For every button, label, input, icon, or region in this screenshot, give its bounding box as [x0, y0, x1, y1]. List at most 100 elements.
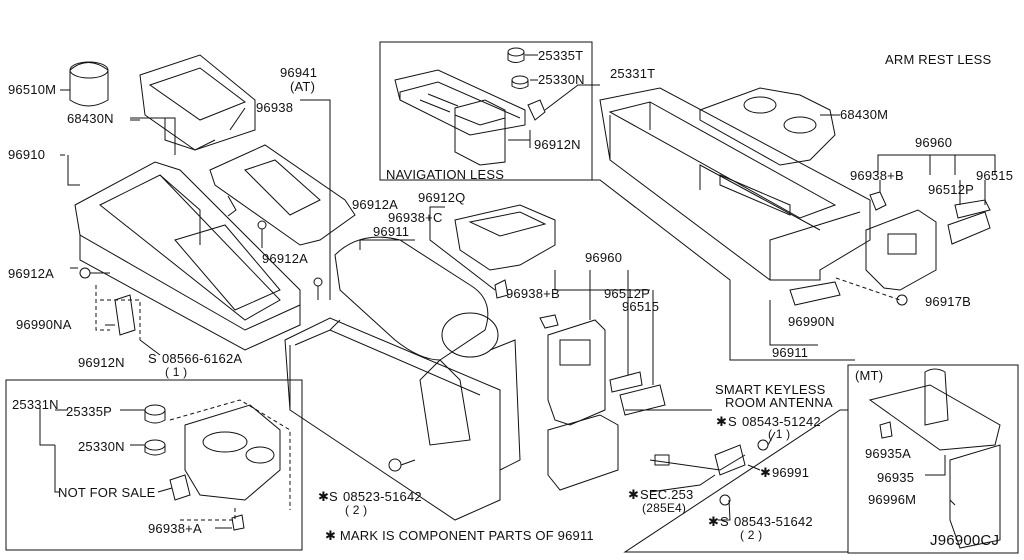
- screw-symbol-08566: S: [148, 351, 157, 366]
- part-96917b: 96917B: [925, 294, 972, 309]
- part-08543-a: 08543-51242: [742, 414, 821, 429]
- note-footnote: ✱ MARK IS COMPONENT PARTS OF 96911: [325, 528, 594, 543]
- part-96911-right: 96911: [772, 345, 809, 360]
- part-96938b-right: 96938+B: [850, 168, 904, 183]
- star-08543-a: ✱: [716, 414, 728, 429]
- part-96996m: 96996M: [868, 492, 917, 507]
- part-96515-mid: 96515: [622, 299, 660, 314]
- part-96912n-top: 96912N: [534, 137, 581, 152]
- screw-symbol-08543-b: S: [720, 514, 729, 529]
- part-08543-b: 08543-51642: [734, 514, 813, 529]
- shift-knob-boot: [924, 368, 949, 426]
- console-opening: [174, 224, 281, 311]
- mt-box: [847, 364, 1019, 554]
- part-96960-right: 96960: [915, 135, 953, 150]
- part-68430m: 68430M: [840, 107, 889, 122]
- socket-25331n: [169, 474, 191, 501]
- part-96910: 96910: [8, 147, 46, 162]
- cap-25335p: [144, 410, 166, 424]
- part-96912a-left: 96912A: [8, 266, 55, 281]
- nav-less-pocket: [454, 99, 506, 166]
- lid-96515-mid: [619, 384, 666, 416]
- note-not-for-sale: NOT FOR SALE: [58, 485, 156, 500]
- part-96991: 96991: [772, 465, 810, 480]
- smart-keyless-box: [623, 409, 849, 553]
- part-96510m: 96510M: [8, 82, 57, 97]
- socket-25331t: [527, 99, 546, 121]
- screw-symbol-08543-a: S: [728, 414, 737, 429]
- screw-96912a-left: [79, 267, 91, 279]
- navigation-less-box: [379, 41, 593, 181]
- note-smart-keyless-1: SMART KEYLESS: [715, 382, 826, 397]
- part-96938c: 96938+C: [388, 210, 443, 225]
- part-96935a: 96935A: [865, 446, 912, 461]
- part-96938b-mid: 96938+B: [506, 286, 560, 301]
- drawing-code: J96900CJ: [930, 532, 1000, 549]
- console-armrest-less: [599, 87, 871, 281]
- cup-holder-kit-box: [5, 379, 303, 551]
- part-08566: 08566-6162A: [162, 351, 243, 366]
- qty-08566: ( 1 ): [165, 365, 188, 379]
- part-96938a: 96938+A: [148, 521, 202, 536]
- cup-96510m: [69, 62, 109, 107]
- part-96938: 96938: [256, 100, 294, 115]
- part-08523: 08523-51642: [343, 489, 422, 504]
- ring-25330n-b: [144, 445, 166, 456]
- note-smart-keyless-2: ROOM ANTENNA: [725, 395, 833, 410]
- screw-08523: [388, 458, 402, 472]
- antenna-wire: [649, 454, 746, 471]
- part-25331t: 25331T: [610, 66, 656, 81]
- note-arm-rest-less: ARM REST LESS: [885, 52, 992, 67]
- screw-symbol-08523: S: [329, 489, 338, 504]
- part-96960-mid: 96960: [585, 250, 623, 265]
- cup-holder-lid-68430m: [699, 87, 836, 166]
- lid-96515-right: [954, 199, 991, 219]
- part-sec253-sub: (285E4): [642, 501, 687, 515]
- note-at: (AT): [290, 79, 316, 94]
- panel-96960-mid: [547, 319, 606, 426]
- part-96912a-mid: 96912A: [262, 251, 309, 266]
- qty-08543-a: ( 1 ): [768, 427, 791, 441]
- insert-68430n: [139, 54, 256, 151]
- star-08543-b: ✱: [708, 514, 720, 529]
- part-sec253: SEC.253: [640, 487, 694, 502]
- part-68430n: 68430N: [67, 111, 114, 126]
- shift-housing-96996m: [949, 444, 1001, 549]
- part-96512p-right: 96512P: [928, 182, 975, 197]
- part-96515-right: 96515: [976, 168, 1014, 183]
- console-96910: [74, 161, 301, 331]
- star-sec253: ✱: [628, 487, 640, 502]
- bracket-96990n: [789, 281, 841, 306]
- panel-96960-base: [547, 414, 619, 491]
- part-25331n: 25331N: [12, 397, 59, 412]
- part-96912n-left: 96912N: [78, 355, 125, 370]
- panel-96960-right: [865, 209, 937, 291]
- part-96911: 96911: [373, 224, 410, 239]
- cover-96512p-mid: [609, 371, 643, 393]
- cap-25335t: [507, 52, 525, 63]
- ring-25330n: [511, 80, 529, 89]
- part-96935: 96935: [877, 470, 915, 485]
- clip-96917b: [896, 294, 908, 306]
- shifter-trim-96941: [209, 144, 356, 246]
- qty-08523: ( 2 ): [345, 503, 368, 517]
- bracket-96990na: [114, 294, 136, 336]
- star-08523: ✱: [318, 489, 330, 504]
- part-96941: 96941: [280, 65, 318, 80]
- note-mt: (MT): [855, 368, 884, 383]
- armrest-lid: [334, 236, 489, 361]
- cup-holder-96912n: [184, 404, 281, 501]
- part-96990n: 96990N: [788, 314, 835, 329]
- part-25330n-top: 25330N: [538, 72, 585, 87]
- part-25335t: 25335T: [538, 48, 584, 63]
- cover-96512p-right: [947, 211, 991, 245]
- note-navigation-less: NAVIGATION LESS: [386, 167, 505, 182]
- part-96990na: 96990NA: [16, 317, 72, 332]
- qty-08543-b: ( 2 ): [740, 528, 763, 542]
- part-96912q: 96912Q: [418, 190, 466, 205]
- part-96512p-mid: 96512P: [604, 286, 651, 301]
- part-25335p: 25335P: [66, 404, 113, 419]
- part-96912a-top: 96912A: [352, 197, 399, 212]
